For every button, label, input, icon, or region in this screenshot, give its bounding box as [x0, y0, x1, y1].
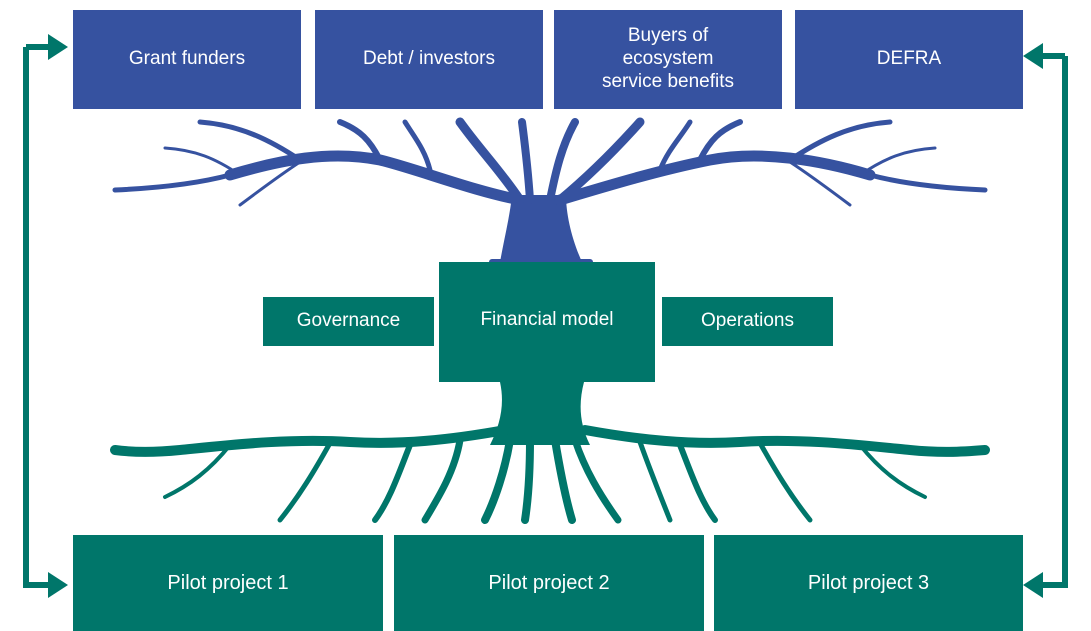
left-double-arrow-icon	[23, 34, 68, 598]
buyers-of-ecosystem-service-benefits-box: Buyers of ecosystem service benefits	[554, 10, 782, 109]
governance-box: Governance	[263, 297, 434, 346]
governance-label: Governance	[296, 310, 401, 332]
buyers-label-line-3: service benefits	[601, 70, 734, 92]
pilot-project-2-label: Pilot project 2	[488, 572, 610, 594]
tree-roots-icon	[110, 382, 990, 524]
financial-model-label: Financial model	[480, 309, 614, 330]
pilot-project-1-label: Pilot project 1	[167, 572, 289, 594]
buyers-label-line-2: ecosystem	[622, 48, 714, 70]
pilot-project-1-box: Pilot project 1	[73, 535, 383, 631]
tree-branches-icon	[112, 117, 988, 265]
debt-investors-label: Debt / investors	[363, 48, 495, 70]
defra-box: DEFRA	[795, 10, 1023, 109]
grant-funders-box: Grant funders	[73, 10, 301, 109]
pilot-project-3-label: Pilot project 3	[807, 572, 930, 594]
operations-label: Operations	[701, 310, 794, 332]
grant-funders-label: Grant funders	[128, 48, 246, 70]
operations-box: Operations	[662, 297, 833, 346]
pilot-project-3-box: Pilot project 3	[714, 535, 1023, 631]
right-double-arrow-icon	[1023, 43, 1068, 598]
debt-investors-box: Debt / investors	[315, 10, 543, 109]
buyers-label-line-1: Buyers of	[627, 25, 709, 47]
financial-model-box: Financial model	[439, 262, 655, 382]
defra-label: DEFRA	[876, 48, 942, 70]
pilot-project-2-box: Pilot project 2	[394, 535, 704, 631]
